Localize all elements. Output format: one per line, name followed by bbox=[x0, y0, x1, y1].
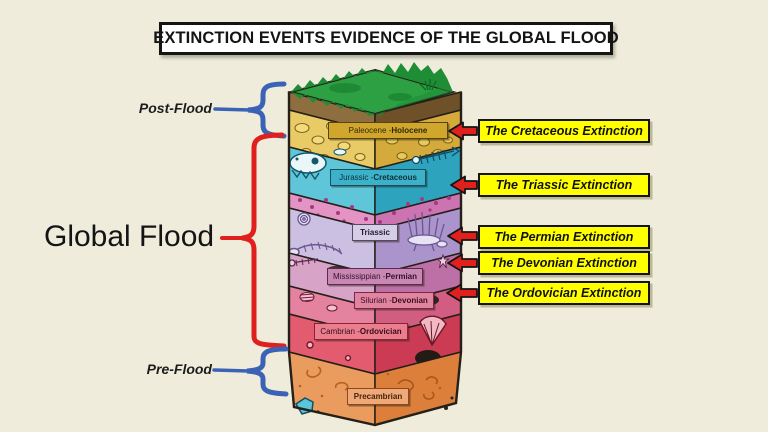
arrow-triassic bbox=[450, 175, 478, 195]
arrow-devonian bbox=[447, 253, 478, 273]
layer-label-silurian-devonian: Silurian - Devonian bbox=[354, 292, 434, 309]
dimetrodon-skeleton-icon bbox=[407, 211, 448, 252]
arrow-ordovician bbox=[446, 283, 478, 303]
diagram-title: EXTINCTION EVENTS EVIDENCE OF THE GLOBAL… bbox=[153, 22, 619, 55]
callout-ordovician-extinction: The Ordovician Extinction bbox=[478, 281, 650, 305]
post-flood-label: Post-Flood bbox=[138, 100, 212, 116]
callout-triassic-extinction: The Triassic Extinction bbox=[478, 173, 650, 197]
layer-label-triassic: Triassic bbox=[352, 224, 398, 241]
layer-label-cambrian-ordovician: Cambrian - Ordovician bbox=[314, 323, 408, 340]
callout-permian-extinction: The Permian Extinction bbox=[478, 225, 650, 249]
global-flood-brace bbox=[220, 132, 287, 349]
ammonite-icon bbox=[297, 212, 311, 226]
arrow-cretaceous bbox=[448, 121, 478, 141]
fish-skeleton-icon bbox=[411, 146, 461, 165]
pre-flood-label: Pre-Flood bbox=[146, 361, 212, 377]
trilobite-icon bbox=[299, 291, 338, 312]
layer-label-jurassic-cretaceous: Jurassic - Cretaceous bbox=[330, 169, 426, 186]
layer-label-mississippian-permian: Mississippian - Permian bbox=[327, 268, 423, 285]
layer-label-precambrian: Precambrian bbox=[347, 388, 409, 405]
conglomerate-speckles bbox=[298, 196, 451, 224]
grass-cap bbox=[287, 62, 457, 116]
shell-fan-icon bbox=[306, 315, 447, 362]
global-flood-label: Global Flood bbox=[44, 220, 215, 253]
arrow-permian bbox=[447, 226, 478, 246]
pre-flood-brace bbox=[212, 346, 289, 397]
callout-cretaceous-extinction: The Cretaceous Extinction bbox=[478, 119, 650, 143]
callout-devonian-extinction: The Devonian Extinction bbox=[478, 251, 650, 275]
column-outline bbox=[287, 92, 463, 427]
layer-label-paleocene-holocene: Paleocene - Holocene bbox=[328, 122, 448, 139]
starfish-icon bbox=[435, 253, 451, 269]
post-flood-brace bbox=[213, 81, 287, 139]
extinction-arrows bbox=[446, 121, 478, 303]
